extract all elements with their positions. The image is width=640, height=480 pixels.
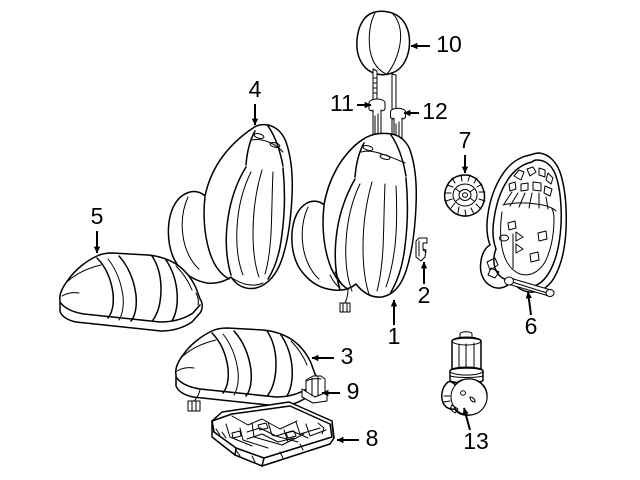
callout-number-9: 9 [347, 378, 360, 404]
callout-number-13: 13 [463, 428, 489, 454]
part-seat-back-trim-panel [479, 152, 567, 297]
callout-number-3: 3 [341, 343, 354, 369]
callout-number-5: 5 [91, 203, 104, 229]
part-seat-back-assembly [291, 132, 417, 313]
part-seat-adjuster-motor [441, 331, 488, 416]
callout-number-12: 12 [422, 98, 448, 124]
leader-line-6 [525, 291, 533, 316]
leader-line-13 [462, 407, 471, 431]
part-seat-cushion-cover [59, 252, 203, 332]
callout-number-7: 7 [459, 127, 472, 153]
callout-number-6: 6 [525, 313, 538, 339]
callout-number-8: 8 [366, 425, 379, 451]
callout-number-11: 11 [330, 90, 354, 116]
callout-layer: 1 2 3 4 5 6 7 8 9 10 [91, 31, 538, 454]
callout-number-1: 1 [388, 323, 401, 349]
callout-number-4: 4 [249, 76, 262, 102]
part-seat-frame-track-assembly [211, 401, 335, 467]
part-headrest [356, 10, 411, 140]
part-seat-cushion-pad [175, 327, 318, 412]
part-seat-back-clip [415, 237, 428, 262]
callout-number-10: 10 [436, 31, 462, 57]
part-cushion-retainer-clip [301, 375, 328, 404]
part-recline-adjuster-knob [443, 174, 486, 217]
callout-number-2: 2 [418, 282, 431, 308]
part-seat-back-cover [167, 123, 293, 290]
